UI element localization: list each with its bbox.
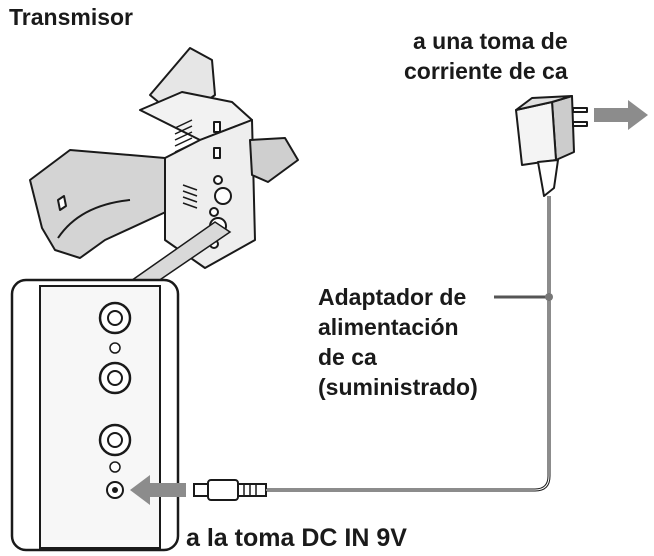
label-transmitter: Transmisor [9,4,133,30]
adapter-body-top [515,95,573,111]
transmitter-wing-right [249,137,299,183]
label-adapter-line1: Adaptador de [318,284,466,310]
adapter-prong-1 [572,107,588,113]
led-2 [109,461,121,473]
arrow-left-icon [130,475,186,505]
jack-2 [98,361,132,395]
label-outlet-line1: a una toma de [413,28,568,54]
cradle-slot-mark [57,195,67,211]
cradle-curve [57,199,131,239]
jack-3 [98,423,132,457]
dc-in-jack [106,481,124,499]
adapter-strain-relief [537,159,559,197]
arrow-right-icon [594,100,648,130]
adapter-prong-2 [572,121,588,127]
dc-plug-icon [193,479,267,501]
connector-panel-zoom [10,278,180,552]
vent-lines [174,119,193,153]
label-dc-jack: a la toma DC IN 9V [186,524,407,552]
adapter-cable-inner [266,196,550,491]
label-adapter-line3: de ca [318,344,377,370]
label-outlet-line2: corriente de ca [404,58,568,84]
label-adapter-line4: (suministrado) [318,374,478,400]
transmitter-unit [29,47,299,269]
front-vent-lines [182,184,198,209]
adapter-cable [266,196,551,492]
adapter-leader-dot [545,293,553,301]
ac-adapter-icon [515,95,588,197]
transmitter-cradle-left [29,149,171,259]
label-adapter-line2: alimentación [318,314,459,340]
led-1 [109,342,121,354]
jack-1 [98,301,132,335]
zoom-panel-face [39,285,161,549]
transmitter-front-panel [164,119,256,269]
adapter-body-front [515,101,557,166]
transmitter-top [139,91,253,141]
